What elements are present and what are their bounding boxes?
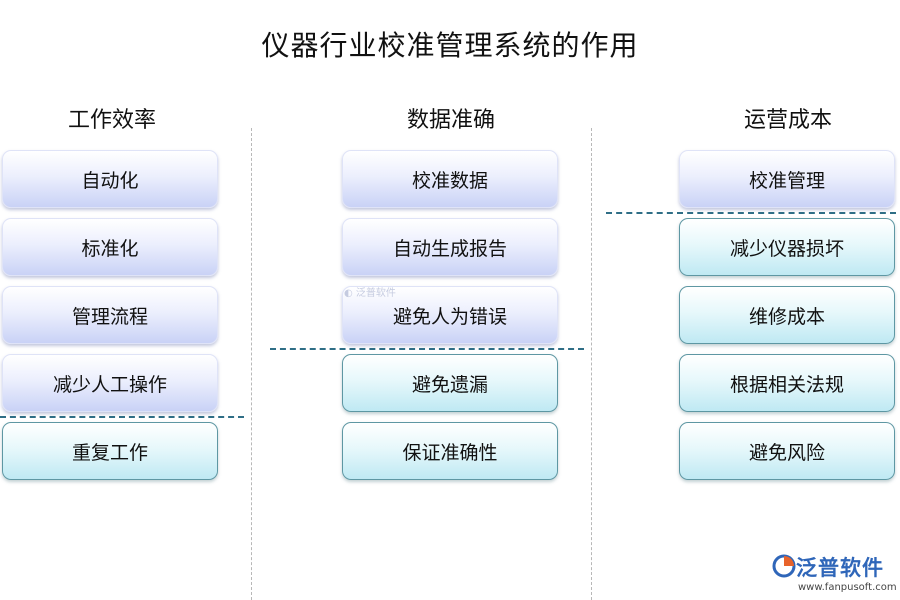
column-header-accuracy: 数据准确	[406, 108, 495, 133]
efficiency-item: 重复工作	[2, 422, 218, 480]
efficiency-item: 标准化	[2, 218, 218, 276]
efficiency-item: 管理流程	[2, 286, 218, 344]
accuracy-item: 自动生成报告	[342, 218, 558, 276]
accuracy-item: 保证准确性	[342, 422, 558, 480]
cost-item: 避免风险	[679, 422, 895, 480]
column-separator	[251, 128, 252, 600]
cost-item: 减少仪器损坏	[679, 218, 895, 276]
accuracy-item: 避免人为错误	[342, 286, 558, 344]
watermark-text: 泛普软件	[355, 288, 396, 299]
watermark-logo: ◐ 泛普软件	[344, 284, 396, 299]
watermark-icon: ◐	[344, 288, 353, 299]
efficiency-item: 自动化	[2, 150, 218, 208]
accuracy-item: 校准数据	[342, 150, 558, 208]
efficiency-item: 减少人工操作	[2, 354, 218, 412]
column-separator	[591, 128, 592, 600]
cost-item: 维修成本	[679, 286, 895, 344]
column-header-efficiency: 工作效率	[67, 108, 156, 133]
column-header-cost: 运营成本	[743, 108, 832, 133]
diagram-title: 仪器行业校准管理系统的作用	[261, 29, 639, 62]
group-divider	[0, 416, 244, 418]
group-divider	[270, 348, 584, 350]
cost-item: 校准管理	[679, 150, 895, 208]
cost-item: 根据相关法规	[679, 354, 895, 412]
brand-url: www.fanpusoft.com	[798, 582, 897, 593]
group-divider	[606, 212, 896, 214]
brand-logo: 泛普软件 www.fanpusoft.com	[772, 552, 897, 596]
accuracy-item: 避免遗漏	[342, 354, 558, 412]
brand-logo-icon	[772, 554, 796, 578]
brand-name: 泛普软件	[796, 556, 884, 580]
